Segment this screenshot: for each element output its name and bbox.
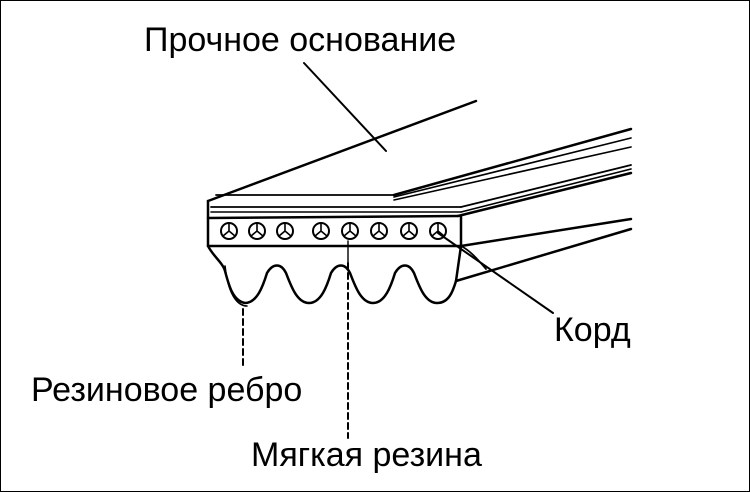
cord-layer xyxy=(206,214,463,248)
label-cord: Корд xyxy=(554,311,631,349)
leader-lines xyxy=(242,62,554,439)
label-rubber-rib: Резиновое ребро xyxy=(31,371,303,409)
leader-cord xyxy=(437,232,554,314)
label-soft-rubber: Мягкая резина xyxy=(251,436,482,474)
belt-top-surface xyxy=(206,99,633,220)
leader-strong-base xyxy=(303,62,387,152)
belt-side-edges xyxy=(454,164,633,283)
rib-profile xyxy=(206,244,487,307)
label-strong-base: Прочное основание xyxy=(144,21,457,59)
